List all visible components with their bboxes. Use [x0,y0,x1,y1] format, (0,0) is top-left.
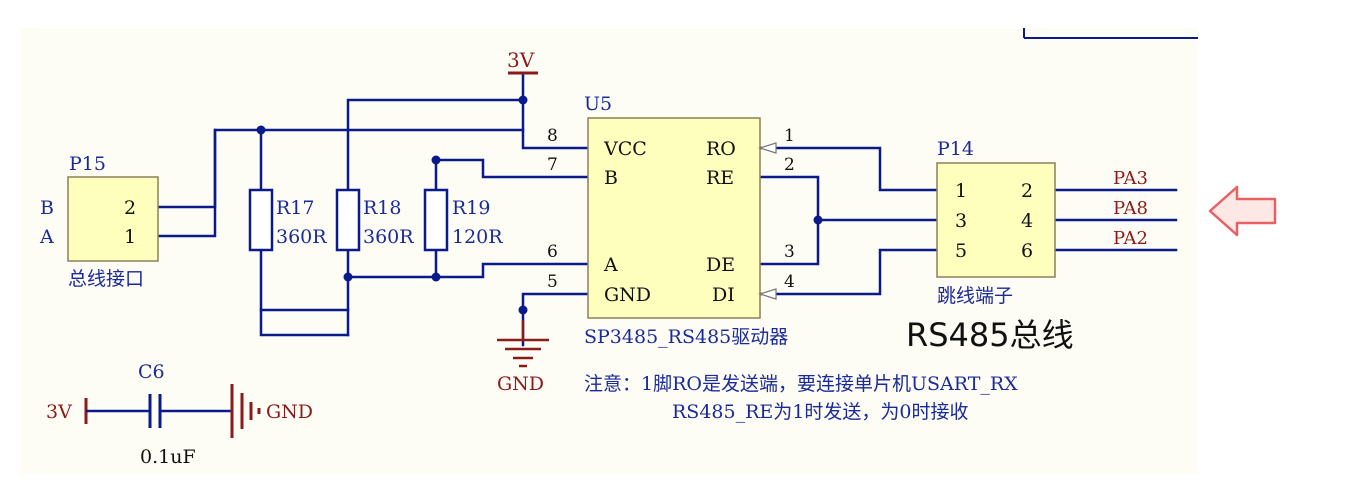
bus-title: RS485总线 [906,316,1074,354]
u5-pin-re: RE [706,167,734,189]
c6-symbol [84,394,232,428]
r17-ref: R17 [276,197,314,219]
p15-caption: 总线接口 [68,268,144,290]
p14-pin-4: 4 [1021,210,1033,232]
p14-caption: 跳线端子 [937,285,1013,307]
junction-dot [518,95,528,105]
p14-ref: P14 [937,138,974,160]
p15-pin-2: 2 [124,197,136,219]
u5-pin-de: DE [706,254,735,276]
net-label-pa8: PA8 [1113,198,1148,219]
u5-pin-gnd: GND [604,284,651,306]
u5-pin-a: A [603,254,618,276]
net-label-pa2: PA2 [1113,228,1148,249]
c6-left-label: 3V [46,401,72,423]
u5-pin-number-5: 5 [547,272,558,292]
u5-pin-vcc: VCC [603,138,647,160]
u5-part-name: SP3485_RS485驱动器 [584,326,788,348]
ground-symbol [497,320,549,368]
c6-value: 0.1uF [140,446,196,468]
c6-ref: C6 [138,361,165,383]
r19-value: 120R [452,226,503,248]
junction-dot [813,215,823,225]
u5-pin-ro: RO [706,138,736,160]
junction-dot [256,125,266,135]
ro-output-marker [757,142,777,154]
net-label-pa3: PA3 [1113,168,1148,189]
u5-pin-number-3: 3 [784,242,795,262]
junctions [256,95,823,315]
u5-pin-number-7: 7 [547,155,558,175]
u5-ref: U5 [584,93,612,115]
u5-pin-di: DI [712,284,735,306]
p15-pin-1: 1 [124,226,136,248]
junction-dot [431,155,441,165]
u5-pin-number-6: 6 [547,242,558,262]
r18-ref: R18 [363,197,401,219]
di-input-marker [757,288,777,300]
resistor-bodies [248,188,449,252]
junction-dot [518,305,528,315]
u5-pin-number-8: 8 [547,126,558,146]
u5-pin-number-2: 2 [784,155,795,175]
note-line-1: 注意：1脚RO是发送端，要连接单片机USART_RX [584,373,1018,395]
r19-ref: R19 [452,197,490,219]
c6-right-label: GND [266,401,313,423]
r18-body [335,188,361,252]
vcc-label: 3V [507,48,535,72]
p14-body [936,162,1056,278]
p14-pin-3: 3 [955,210,967,232]
r19-body [423,188,449,252]
junction-dot [343,272,353,282]
pointer-arrow-icon [1208,185,1277,237]
p15-net-a: A [39,226,54,248]
junction-dot [431,272,441,282]
p14-pin-2: 2 [1021,180,1033,202]
r17-value: 360R [276,226,327,248]
p14-pin-6: 6 [1021,240,1033,262]
sheet-border-fragment [1023,28,1198,39]
u5-pin-number-4: 4 [784,272,795,292]
note-line-2: RS485_RE为1时发送，为0时接收 [672,401,968,423]
u5-body [587,117,761,319]
r17-body [248,188,274,252]
c6-ground-symbol [230,384,261,438]
p15-net-b: B [40,197,54,219]
u5-pin-b: B [604,167,618,189]
r18-value: 360R [363,226,414,248]
p15-ref: P15 [69,153,106,175]
p14-pin-5: 5 [955,240,967,262]
u5-pin-number-1: 1 [784,126,795,146]
ground-label: GND [497,373,544,395]
p14-pin-1: 1 [955,180,967,202]
p15-body [67,176,159,262]
